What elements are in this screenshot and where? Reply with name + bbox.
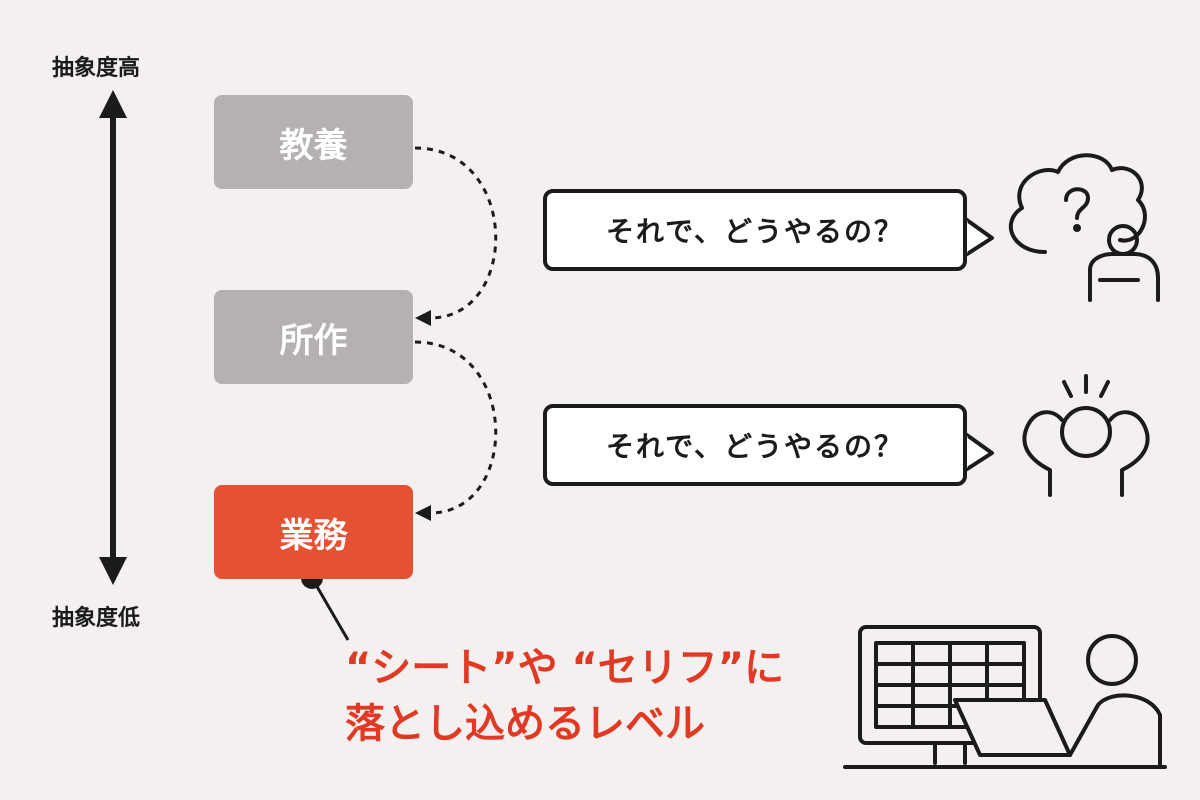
callout-line-2: 落とし込めるレベル xyxy=(345,701,705,747)
speech-bubble-text-1: それで、どうやるの？ xyxy=(605,215,905,248)
level-box-shosa: 所作 xyxy=(214,290,413,384)
connector-arrow-2 xyxy=(414,340,498,521)
level-box-gyomu: 業務 xyxy=(214,485,413,579)
confused-person-thought-cloud-icon xyxy=(1009,153,1160,302)
speech-bubble-text-2: それで、どうやるの？ xyxy=(605,430,905,463)
callout-line-1: “シート”や “セリフ”に xyxy=(345,645,785,691)
speech-bubble-1: それで、どうやるの？ xyxy=(543,189,967,271)
bubble-tail-2 xyxy=(962,431,994,473)
bubble-tail-1 xyxy=(962,216,994,258)
connector-arrow-1 xyxy=(414,146,498,326)
level-box-kyoyo: 教養 xyxy=(214,95,413,189)
axis-label-high: 抽象度高 xyxy=(52,56,141,81)
abstraction-axis-arrow xyxy=(99,90,127,585)
person-at-computer-with-spreadsheet-icon xyxy=(843,625,1167,769)
stressed-person-head-in-hands-icon xyxy=(1022,374,1150,497)
callout-text: “シート”や “セリフ”に 落とし込めるレベル xyxy=(345,640,825,752)
speech-bubble-2: それで、どうやるの？ xyxy=(543,404,967,486)
axis-label-low: 抽象度低 xyxy=(52,606,141,631)
